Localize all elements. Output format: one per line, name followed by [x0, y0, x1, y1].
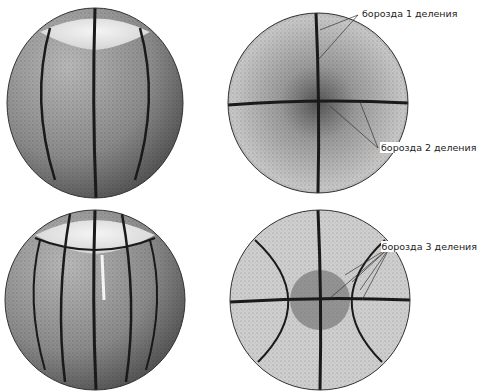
furrow-label: борозда 1 деления: [361, 8, 458, 19]
furrow-label: борозда 2 деления: [380, 142, 477, 153]
eight-cell-top: [230, 210, 410, 390]
eight-cell-side: [5, 210, 185, 390]
four-cell-top: [228, 13, 408, 193]
furrow-label: борозда 3 деления: [381, 241, 478, 252]
leader-lines: [318, 15, 390, 300]
four-cell-side: [7, 8, 183, 198]
